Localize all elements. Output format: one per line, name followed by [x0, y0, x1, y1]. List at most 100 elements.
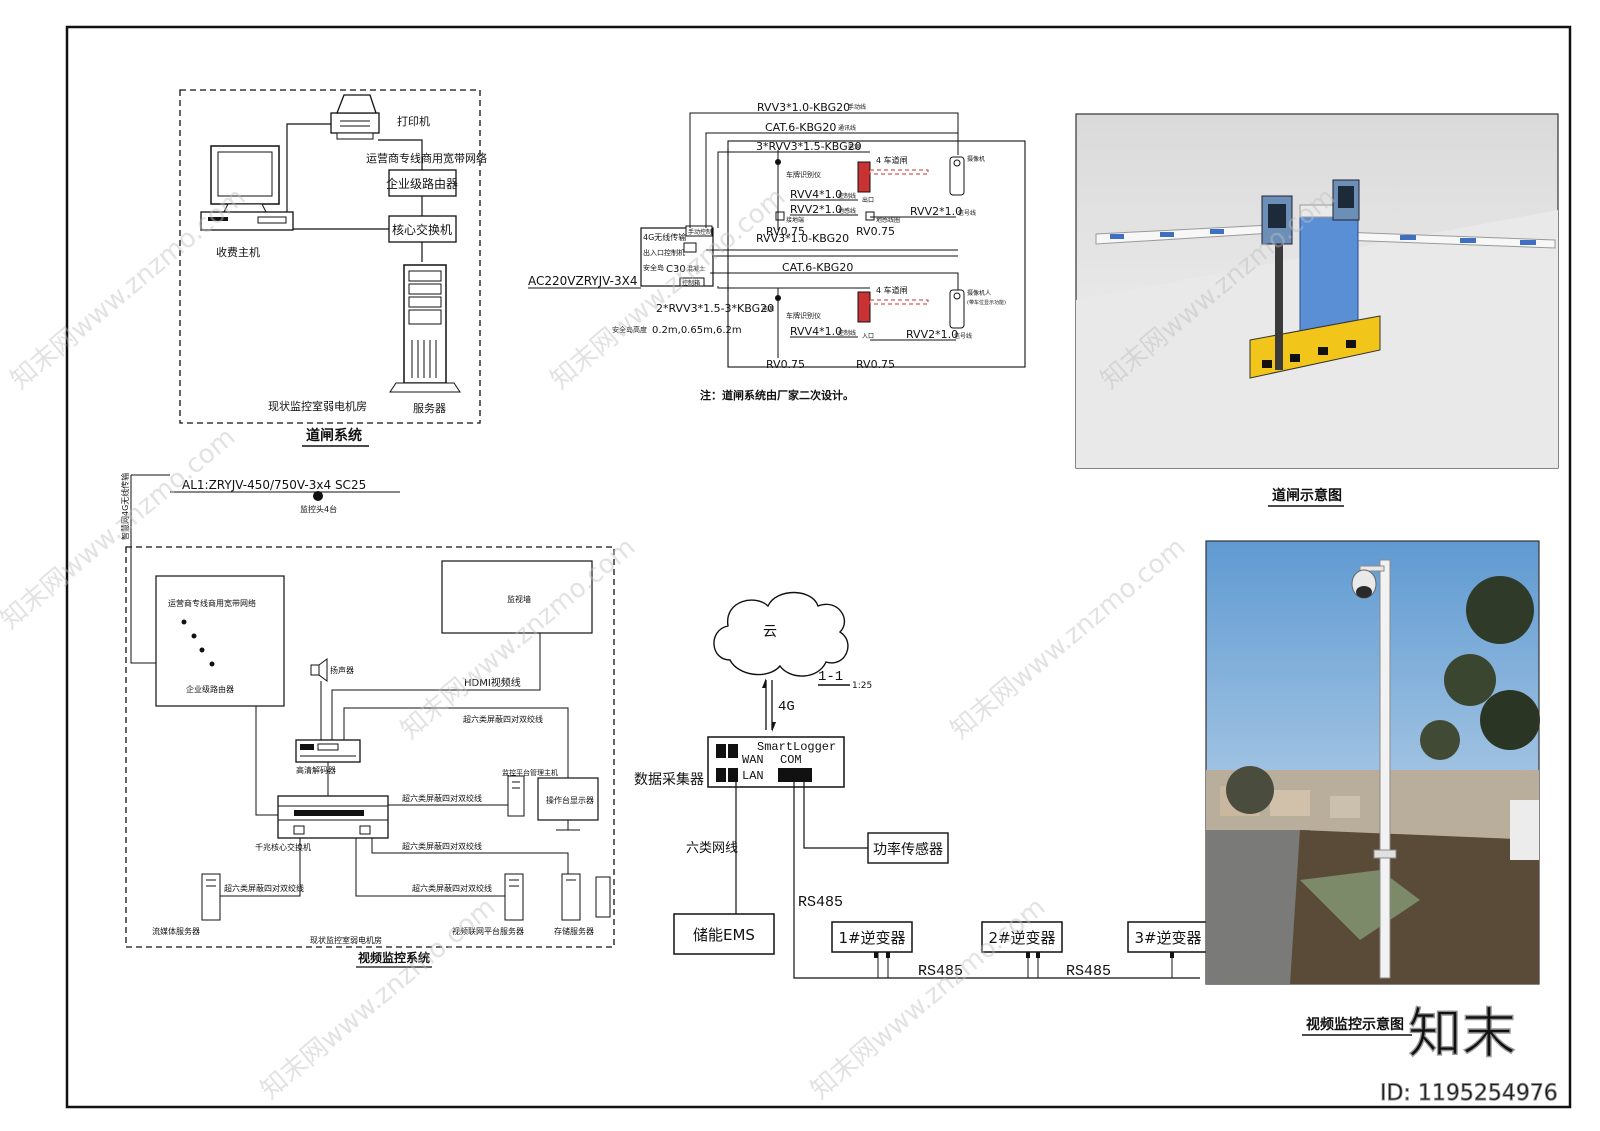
- barrier-system-title: 道闸系统: [306, 427, 362, 444]
- cctv-network-box: [155, 575, 285, 707]
- barrier-room-label: 现状监控室弱电机房: [268, 399, 367, 413]
- hdmi-label: HDMI视频线: [464, 676, 521, 689]
- cable-c1-note: 手动线: [848, 103, 866, 111]
- cctv-router-label: 企业级路由器: [186, 684, 234, 694]
- control-box: [679, 277, 705, 287]
- section-label: 1-1: [818, 669, 843, 685]
- gate-in-label: 出入口控制机: [643, 248, 685, 257]
- cctv-system-diagram: AL1:ZRYJV-450/750V-3x4 SC25 监控头4台 智慧网4G无…: [120, 473, 615, 968]
- cable-c2: CAT.6-KBG20: [765, 121, 836, 134]
- cable-c1: RVV3*1.0-KBG20: [757, 101, 850, 114]
- lan-label: LAN: [742, 769, 764, 783]
- watermark-2: 知末网www.znzmo.com: [545, 182, 791, 395]
- inverter-2-box: [981, 921, 1063, 953]
- cable-rvv2-upper-note: 地感线: [838, 207, 856, 215]
- wan-label: WAN: [742, 753, 764, 767]
- mgmt-host-icon: [507, 775, 525, 817]
- server-tower-icon: [389, 264, 461, 393]
- storage-server-icon: [561, 873, 611, 921]
- cable-rvv2-lower: RVV2*1.0: [906, 328, 958, 341]
- display-label: 操作台显示器: [546, 795, 594, 805]
- com-label: COM: [780, 753, 802, 767]
- control-box-label: 控制箱: [682, 279, 700, 287]
- video-wall-box: [441, 560, 593, 634]
- ground-label: 接地端: [786, 216, 804, 224]
- cat6-label: 六类网线: [686, 841, 738, 856]
- cable-rvv4-lower: RVV4*1.0: [790, 325, 842, 338]
- isp-label: 运营商专线商用宽带网络: [366, 151, 487, 165]
- photo1-caption: 道闸示意图: [1272, 487, 1342, 504]
- iot-server-label: 视频联网平台服务器: [452, 926, 524, 936]
- rv075-a: RV0.75: [766, 225, 805, 238]
- cable-rvv4-upper: RVV4*1.0: [790, 188, 842, 201]
- collector-label: 数据采集器: [634, 771, 704, 788]
- cable-c3-note: 电源: [848, 143, 860, 151]
- cloud-shape: [713, 591, 849, 677]
- inverter-1-box: [831, 921, 913, 953]
- cable4-label: 超六类屏蔽四对双绞线: [412, 883, 492, 893]
- core-switch-label: 核心交换机: [392, 222, 452, 237]
- gate-controller-box: [640, 227, 714, 287]
- router-label: 企业级路由器: [386, 176, 458, 191]
- cable-c6: 2*RVV3*1.5-3*KBG20: [656, 302, 774, 315]
- scale-label: 1:25: [852, 681, 872, 691]
- manual-label: 手动控制: [688, 228, 712, 236]
- smartlogger-label: SmartLogger: [757, 740, 836, 754]
- media-server-icon: [201, 873, 221, 921]
- photo2-caption: 视频监控示意图: [1306, 1016, 1404, 1033]
- camera-dome-icon: [313, 491, 323, 501]
- cctv-room-label: 现状监控室弱电机房: [310, 935, 382, 945]
- speaker-icon: [310, 658, 328, 682]
- camera-unit-lower: [949, 289, 965, 329]
- gate-c30-label: C30: [666, 264, 686, 275]
- camera2-note: (带车位显示功能): [967, 299, 1006, 306]
- link-4g-label: 4G: [778, 699, 795, 715]
- storage-server-label: 存储服务器: [554, 926, 594, 936]
- mgmt-label: 监控平台管理主机: [502, 768, 558, 777]
- lane-a-label: 4 车道闸: [876, 155, 908, 165]
- video-wall-label: 监视墙: [507, 594, 531, 604]
- barrier-network-diagram: 打印机 运营商专线商用宽带网络 企业级路由器 核心交换机 收费主机: [179, 89, 487, 447]
- cable-c6-note: 电源: [762, 305, 774, 313]
- lane-b-label: 4 车道闸: [876, 285, 908, 295]
- media-server-label: 流媒体服务器: [152, 926, 200, 936]
- power-sensor-box: [867, 832, 949, 864]
- inverter-3-label: 3#逆变器: [1134, 929, 1201, 947]
- watermark-1: 知末网www.znzmo.com: [5, 182, 251, 395]
- barrier-gate-upper: [857, 161, 871, 193]
- exit-label: 出口: [862, 196, 874, 204]
- ems-box: [673, 913, 775, 955]
- gate-4g-label: 4G无线传输: [643, 232, 686, 242]
- barrier-gate-photo: 道闸示意图: [1075, 113, 1559, 507]
- cable-rvv4-lower-note: 控制线: [838, 329, 856, 337]
- power-cable-label: AC220VZRYJV-3X4: [528, 274, 637, 288]
- camera-post-upper: [775, 159, 781, 165]
- cctv-room-boundary: [125, 546, 615, 948]
- camera-label: 摄像机: [967, 155, 985, 163]
- cctv-isp-label: 运营商专线商用宽带网络: [168, 598, 256, 608]
- cams-label: 监控头4台: [300, 504, 337, 514]
- core-switch-label: 千兆核心交换机: [255, 842, 311, 852]
- loop-box-upper: [865, 211, 875, 221]
- ems-label: 储能EMS: [693, 926, 755, 944]
- wiring-boundary: [727, 140, 1026, 368]
- cable5-label: 超六类屏蔽四对双绞线: [224, 883, 304, 893]
- rv075-c: RV0.75: [766, 358, 805, 371]
- cable-c5: CAT.6-KBG20: [782, 261, 853, 274]
- al1-cable: AL1:ZRYJV-450/750V-3x4 SC25: [182, 478, 366, 492]
- barrier-room-boundary: [179, 89, 481, 424]
- car-recognizer-label: 车牌识别仪: [786, 170, 821, 179]
- loop-label: 地感线圈: [876, 216, 900, 224]
- printer-label: 打印机: [397, 114, 430, 128]
- brand-logo: 知末: [1408, 1002, 1516, 1065]
- cctv-pole-photo: 视频监控示意图: [1205, 540, 1540, 1036]
- gate-port-icon: [683, 242, 697, 253]
- rs485-c-label: RS485: [1066, 963, 1111, 980]
- rv075-d: RV0.75: [856, 358, 895, 371]
- wiring-note: 注：道闸系统由厂家二次设计。: [700, 388, 854, 402]
- cable-rvv2-signal-upper-note: 信号线: [958, 209, 976, 217]
- cable3-label: 超六类屏蔽四对双绞线: [402, 841, 482, 851]
- decoder-label: 高清解码器: [296, 765, 336, 775]
- inverter-3-box: [1127, 921, 1209, 953]
